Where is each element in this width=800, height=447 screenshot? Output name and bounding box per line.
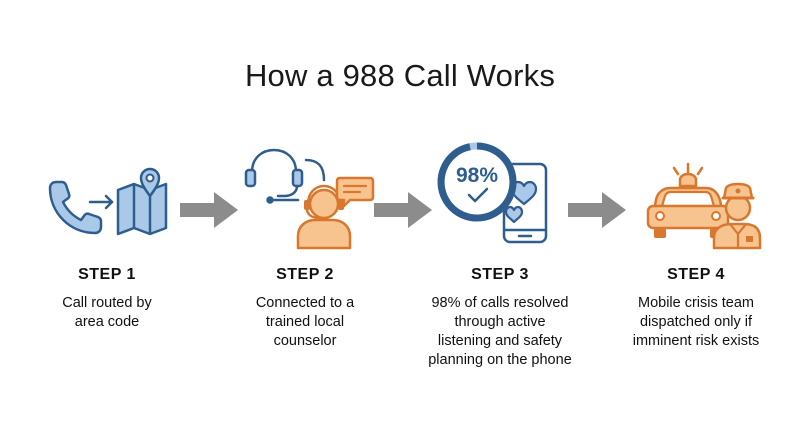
step-3-title: STEP 3	[471, 266, 529, 283]
headset-icon	[244, 148, 304, 198]
map-icon	[116, 182, 168, 236]
flow-arrow-3	[568, 192, 626, 228]
step-4-illustration	[640, 140, 770, 255]
connector-line-icon	[266, 158, 326, 204]
step-3-illustration: 98%	[432, 140, 562, 255]
arrow-right-icon	[88, 194, 114, 210]
step-1-title: STEP 1	[78, 266, 136, 283]
percent-badge-text: 98%	[456, 164, 498, 187]
chat-bubble-icon	[335, 176, 375, 209]
progress-ring-icon	[437, 142, 517, 222]
officer-icon	[712, 182, 762, 250]
siren-icon	[672, 162, 704, 188]
flow-arrow-2	[374, 192, 432, 228]
step-4-title: STEP 4	[667, 266, 725, 283]
flow-arrow-1	[180, 192, 238, 228]
page-title: How a 988 Call Works	[244, 58, 556, 93]
step-2-title: STEP 2	[276, 266, 334, 283]
checkmark-icon	[467, 187, 489, 203]
step-2-illustration	[240, 140, 380, 255]
step-1-illustration	[40, 140, 180, 255]
location-pin-icon	[139, 167, 161, 198]
phone-icon	[48, 180, 103, 235]
